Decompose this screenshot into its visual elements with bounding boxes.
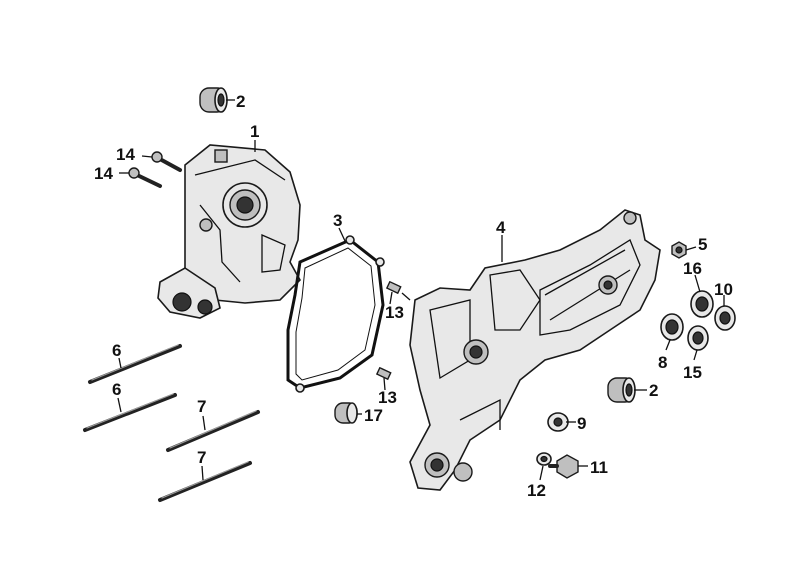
callout-4: 4	[496, 218, 506, 237]
part-2-bushing-right	[607, 377, 636, 403]
callout-2-top: 2	[236, 92, 245, 111]
callout-10: 10	[714, 280, 733, 299]
part-4-left-crankcase	[409, 209, 661, 491]
callout-17: 17	[364, 406, 383, 425]
callout-9: 9	[577, 414, 586, 433]
part-17-bushing	[334, 402, 358, 424]
callout-7-lower: 7	[197, 448, 206, 467]
part-5-nut	[671, 241, 687, 259]
callout-8: 8	[658, 353, 667, 372]
callout-2-right: 2	[649, 381, 658, 400]
part-13-dowel-upper	[385, 280, 411, 301]
part-9-seal	[547, 412, 569, 432]
callout-5: 5	[698, 235, 707, 254]
part-6-stud-upper	[88, 344, 182, 384]
callout-15: 15	[683, 363, 702, 382]
part-1-right-crankcase	[157, 144, 301, 319]
callout-12: 12	[527, 481, 546, 500]
part-7-stud-lower	[158, 461, 252, 502]
callout-3: 3	[333, 211, 342, 230]
part-11-drain-bolt	[548, 454, 579, 479]
part-15-oil-seal	[687, 325, 709, 351]
callout-6-upper: 6	[112, 341, 121, 360]
part-10-oil-seal	[714, 305, 736, 331]
part-12-washer	[536, 452, 552, 466]
part-7-stud-upper	[166, 410, 260, 452]
callout-14-lower: 14	[94, 164, 113, 183]
callout-11: 11	[590, 458, 608, 477]
callout-13-lower: 13	[378, 388, 397, 407]
callout-16: 16	[683, 259, 702, 278]
callout-13-upper: 13	[385, 303, 404, 322]
callout-7-upper: 7	[197, 397, 206, 416]
leader-lines	[117, 99, 725, 481]
part-13-dowel-lower	[375, 366, 392, 381]
callout-1: 1	[250, 122, 259, 141]
callout-14-upper: 14	[116, 145, 135, 164]
part-16-bearing	[690, 290, 714, 318]
part-3-gasket	[286, 235, 385, 393]
part-2-bushing-top	[199, 87, 228, 113]
part-14-bolt-lower	[128, 167, 162, 188]
callout-6-lower: 6	[112, 380, 121, 399]
part-14-bolt-upper	[151, 151, 182, 172]
part-6-stud-lower	[83, 393, 177, 432]
part-8-bearing	[660, 313, 684, 341]
